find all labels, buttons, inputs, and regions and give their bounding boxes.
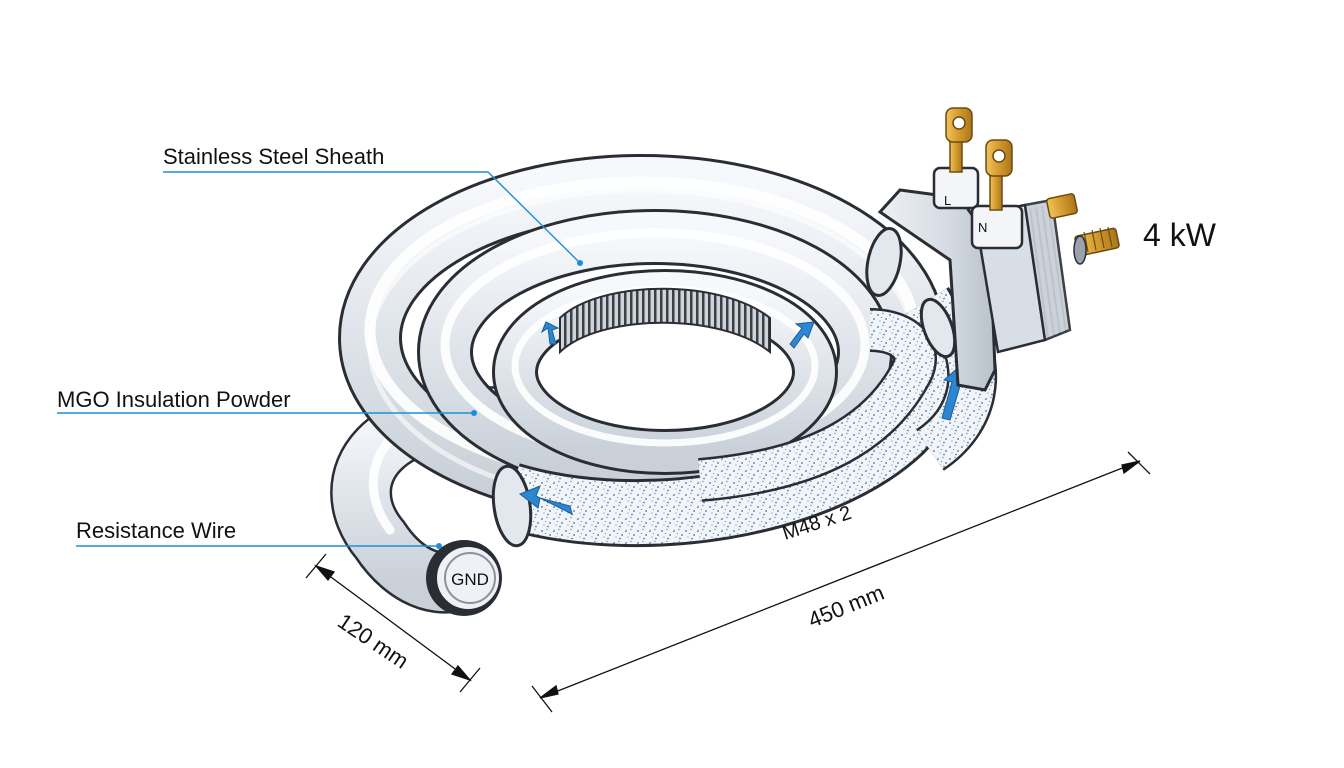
resistance-wire-coil bbox=[559, 287, 771, 355]
flow-arrow-icon bbox=[519, 485, 573, 515]
mgo-insulation-section bbox=[500, 287, 998, 548]
terminal-neutral: N bbox=[970, 139, 1024, 250]
width-dimension bbox=[305, 553, 481, 693]
length-dimension bbox=[531, 451, 1151, 713]
wire-leader-dot bbox=[436, 543, 442, 549]
sheath-label: Stainless Steel Sheath bbox=[163, 144, 384, 169]
sheath-leader-dot bbox=[577, 260, 583, 266]
ground-end-cap: GND bbox=[426, 540, 502, 616]
insulation-label: MGO Insulation Powder bbox=[57, 387, 291, 412]
insulation-leader-dot bbox=[471, 410, 477, 416]
sheath-collars bbox=[491, 227, 957, 548]
width-label: 120 mm bbox=[333, 608, 413, 673]
gnd-label: GND bbox=[451, 570, 489, 589]
leader-dots bbox=[436, 260, 583, 549]
brass-studs bbox=[1046, 193, 1120, 265]
power-rating: 4 kW bbox=[1143, 217, 1217, 253]
terminal-live: L bbox=[932, 107, 980, 210]
flow-arrow-icon bbox=[789, 321, 815, 349]
terminal-live-label: L bbox=[944, 193, 951, 208]
wire-label: Resistance Wire bbox=[76, 518, 236, 543]
leader-lines bbox=[57, 171, 581, 547]
flow-arrow-icon bbox=[540, 321, 560, 345]
terminal-neutral-label: N bbox=[978, 220, 987, 235]
sheath-leader-line bbox=[163, 171, 581, 264]
length-label: 450 mm bbox=[805, 580, 888, 633]
